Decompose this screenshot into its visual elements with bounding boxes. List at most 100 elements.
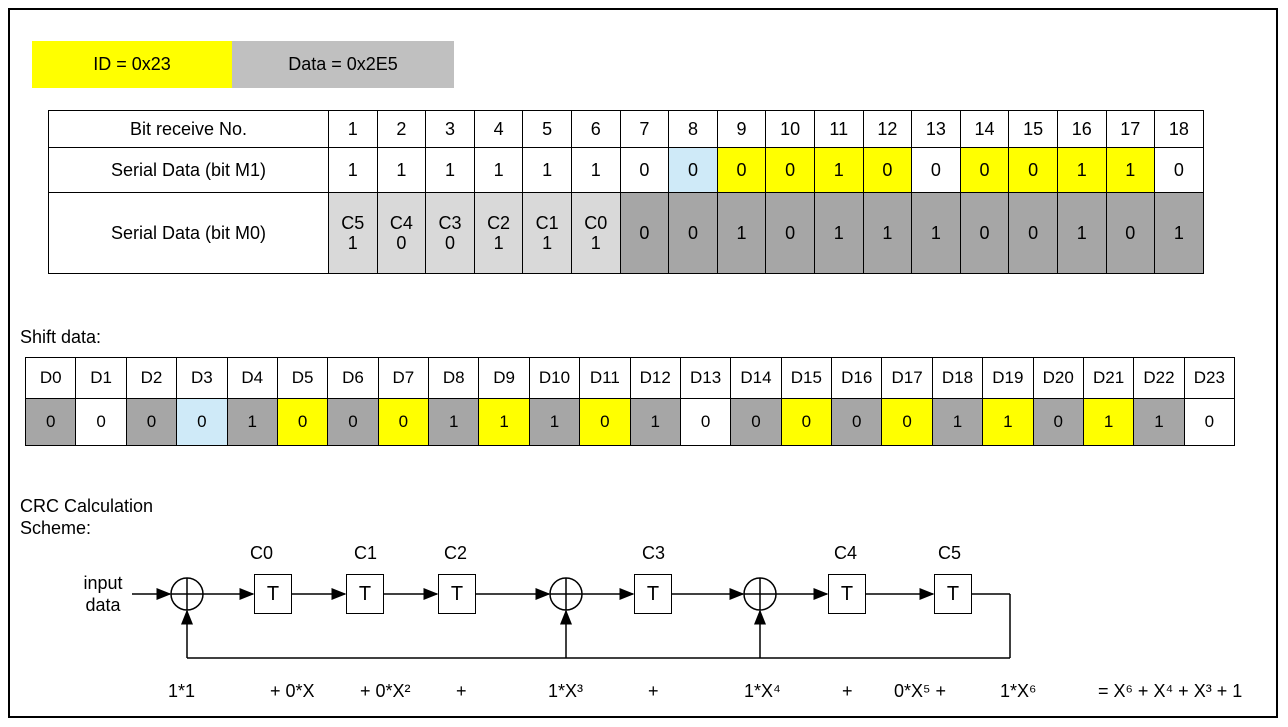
bit-cell: 0: [1008, 147, 1058, 193]
shift-value-cell: 1: [427, 398, 480, 446]
bit-cell: 0: [765, 147, 815, 193]
bit-cell: 0: [716, 147, 767, 193]
id-label-box: ID = 0x23: [32, 41, 232, 88]
shift-title: Shift data:: [20, 327, 102, 347]
shift-header-cell: D8: [427, 357, 480, 399]
shift-value-cell: 0: [75, 398, 127, 446]
register-label-c3: C3: [642, 543, 666, 563]
shift-header-cell: D9: [478, 357, 530, 399]
bit-cell: 0: [1008, 192, 1058, 274]
crc-title: CRC Calculation Scheme:: [20, 495, 153, 539]
bit-cell: 16: [1056, 110, 1107, 148]
shift-header-cell: D14: [730, 357, 782, 399]
shift-value-cell: 1: [478, 398, 530, 446]
shift-header-cell: D10: [528, 357, 581, 399]
register-label-c4: C4: [834, 543, 858, 563]
shift-header-cell: D15: [780, 357, 833, 399]
shift-value-cell: 0: [780, 398, 833, 446]
shift-header-cell: D2: [125, 357, 178, 399]
bit-cell: 1: [1105, 147, 1156, 193]
t-symbol: T: [946, 582, 960, 605]
bit-cell: 1: [813, 192, 864, 274]
diagram-frame: [8, 8, 1278, 718]
bit-cell: C1 1: [522, 192, 572, 274]
shift-value-cell: 0: [125, 398, 178, 446]
shift-value-cell: 0: [1183, 398, 1236, 446]
bit-cell: 8: [668, 110, 718, 148]
term-2: + 0*X: [270, 681, 315, 701]
shift-header-cell: D16: [830, 357, 883, 399]
bit-cell: 0: [668, 147, 718, 193]
register-label-c0: C0: [250, 543, 274, 563]
input-label-line2: data: [85, 595, 121, 615]
crc-title-line1: CRC Calculation: [20, 496, 154, 516]
bit-cell: 5: [522, 110, 572, 148]
row-header: Bit receive No.: [48, 110, 329, 148]
shift-value-cell: 1: [931, 398, 984, 446]
data-label-box: Data = 0x2E5: [232, 41, 454, 88]
shift-value-cell: 1: [629, 398, 681, 446]
term-1: 1*1: [168, 681, 196, 701]
input-data-label: input data: [70, 572, 136, 616]
shift-header-cell: D23: [1183, 357, 1236, 399]
register-label-c2: C2: [444, 543, 468, 563]
term-6: +: [648, 681, 659, 701]
shift-value-cell: 1: [528, 398, 581, 446]
bit-cell: 1: [1056, 192, 1107, 274]
shift-value-cell: 0: [830, 398, 883, 446]
data-label: Data = 0x2E5: [288, 54, 398, 74]
bit-cell: 17: [1105, 110, 1156, 148]
register-box-c3: T: [634, 574, 672, 614]
bit-cell: 7: [619, 110, 670, 148]
term-4: +: [456, 681, 467, 701]
shift-value-cell: 0: [176, 398, 228, 446]
shift-header-cell: D12: [629, 357, 681, 399]
register-box-c4: T: [828, 574, 866, 614]
shift-value-cell: 1: [226, 398, 278, 446]
id-label: ID = 0x23: [93, 54, 171, 74]
bit-cell: 0: [619, 192, 670, 274]
bit-cell: 15: [1008, 110, 1058, 148]
shift-header-cell: D18: [931, 357, 984, 399]
shift-value-cell: 0: [377, 398, 430, 446]
term-7: 1*X⁴: [744, 681, 781, 701]
bit-cell: 4: [473, 110, 524, 148]
shift-header-cell: D17: [881, 357, 933, 399]
bit-cell: 0: [862, 147, 913, 193]
row-header: Serial Data (bit M1): [48, 147, 329, 193]
bit-cell: C2 1: [473, 192, 524, 274]
shift-header-cell: D6: [327, 357, 379, 399]
register-box-c0: T: [254, 574, 292, 614]
t-symbol: T: [646, 582, 660, 605]
bit-cell: 18: [1154, 110, 1204, 148]
shift-header-cell: D0: [24, 357, 77, 399]
bit-cell: 1: [425, 147, 475, 193]
shift-value-cell: 0: [276, 398, 329, 446]
shift-value-cell: 1: [1133, 398, 1185, 446]
bit-cell: 9: [716, 110, 767, 148]
bit-cell: C3 0: [425, 192, 475, 274]
register-box-c1: T: [346, 574, 384, 614]
bit-cell: 1: [1154, 192, 1204, 274]
register-box-c5: T: [934, 574, 972, 614]
bit-cell: 0: [959, 192, 1010, 274]
bit-cell: C0 1: [570, 192, 621, 274]
bit-cell: C4 0: [376, 192, 427, 274]
bit-cell: 3: [425, 110, 475, 148]
bit-cell: 0: [668, 192, 718, 274]
bit-cell: 1: [911, 192, 961, 274]
register-label-c1: C1: [354, 543, 378, 563]
shift-value-cell: 0: [1032, 398, 1084, 446]
bit-cell: 1: [862, 192, 913, 274]
shift-header-cell: D22: [1133, 357, 1185, 399]
t-symbol: T: [840, 582, 854, 605]
bit-cell: 0: [959, 147, 1010, 193]
shift-value-cell: 0: [730, 398, 782, 446]
term-11: = X⁶ + X⁴ + X³ + 1: [1098, 681, 1243, 701]
